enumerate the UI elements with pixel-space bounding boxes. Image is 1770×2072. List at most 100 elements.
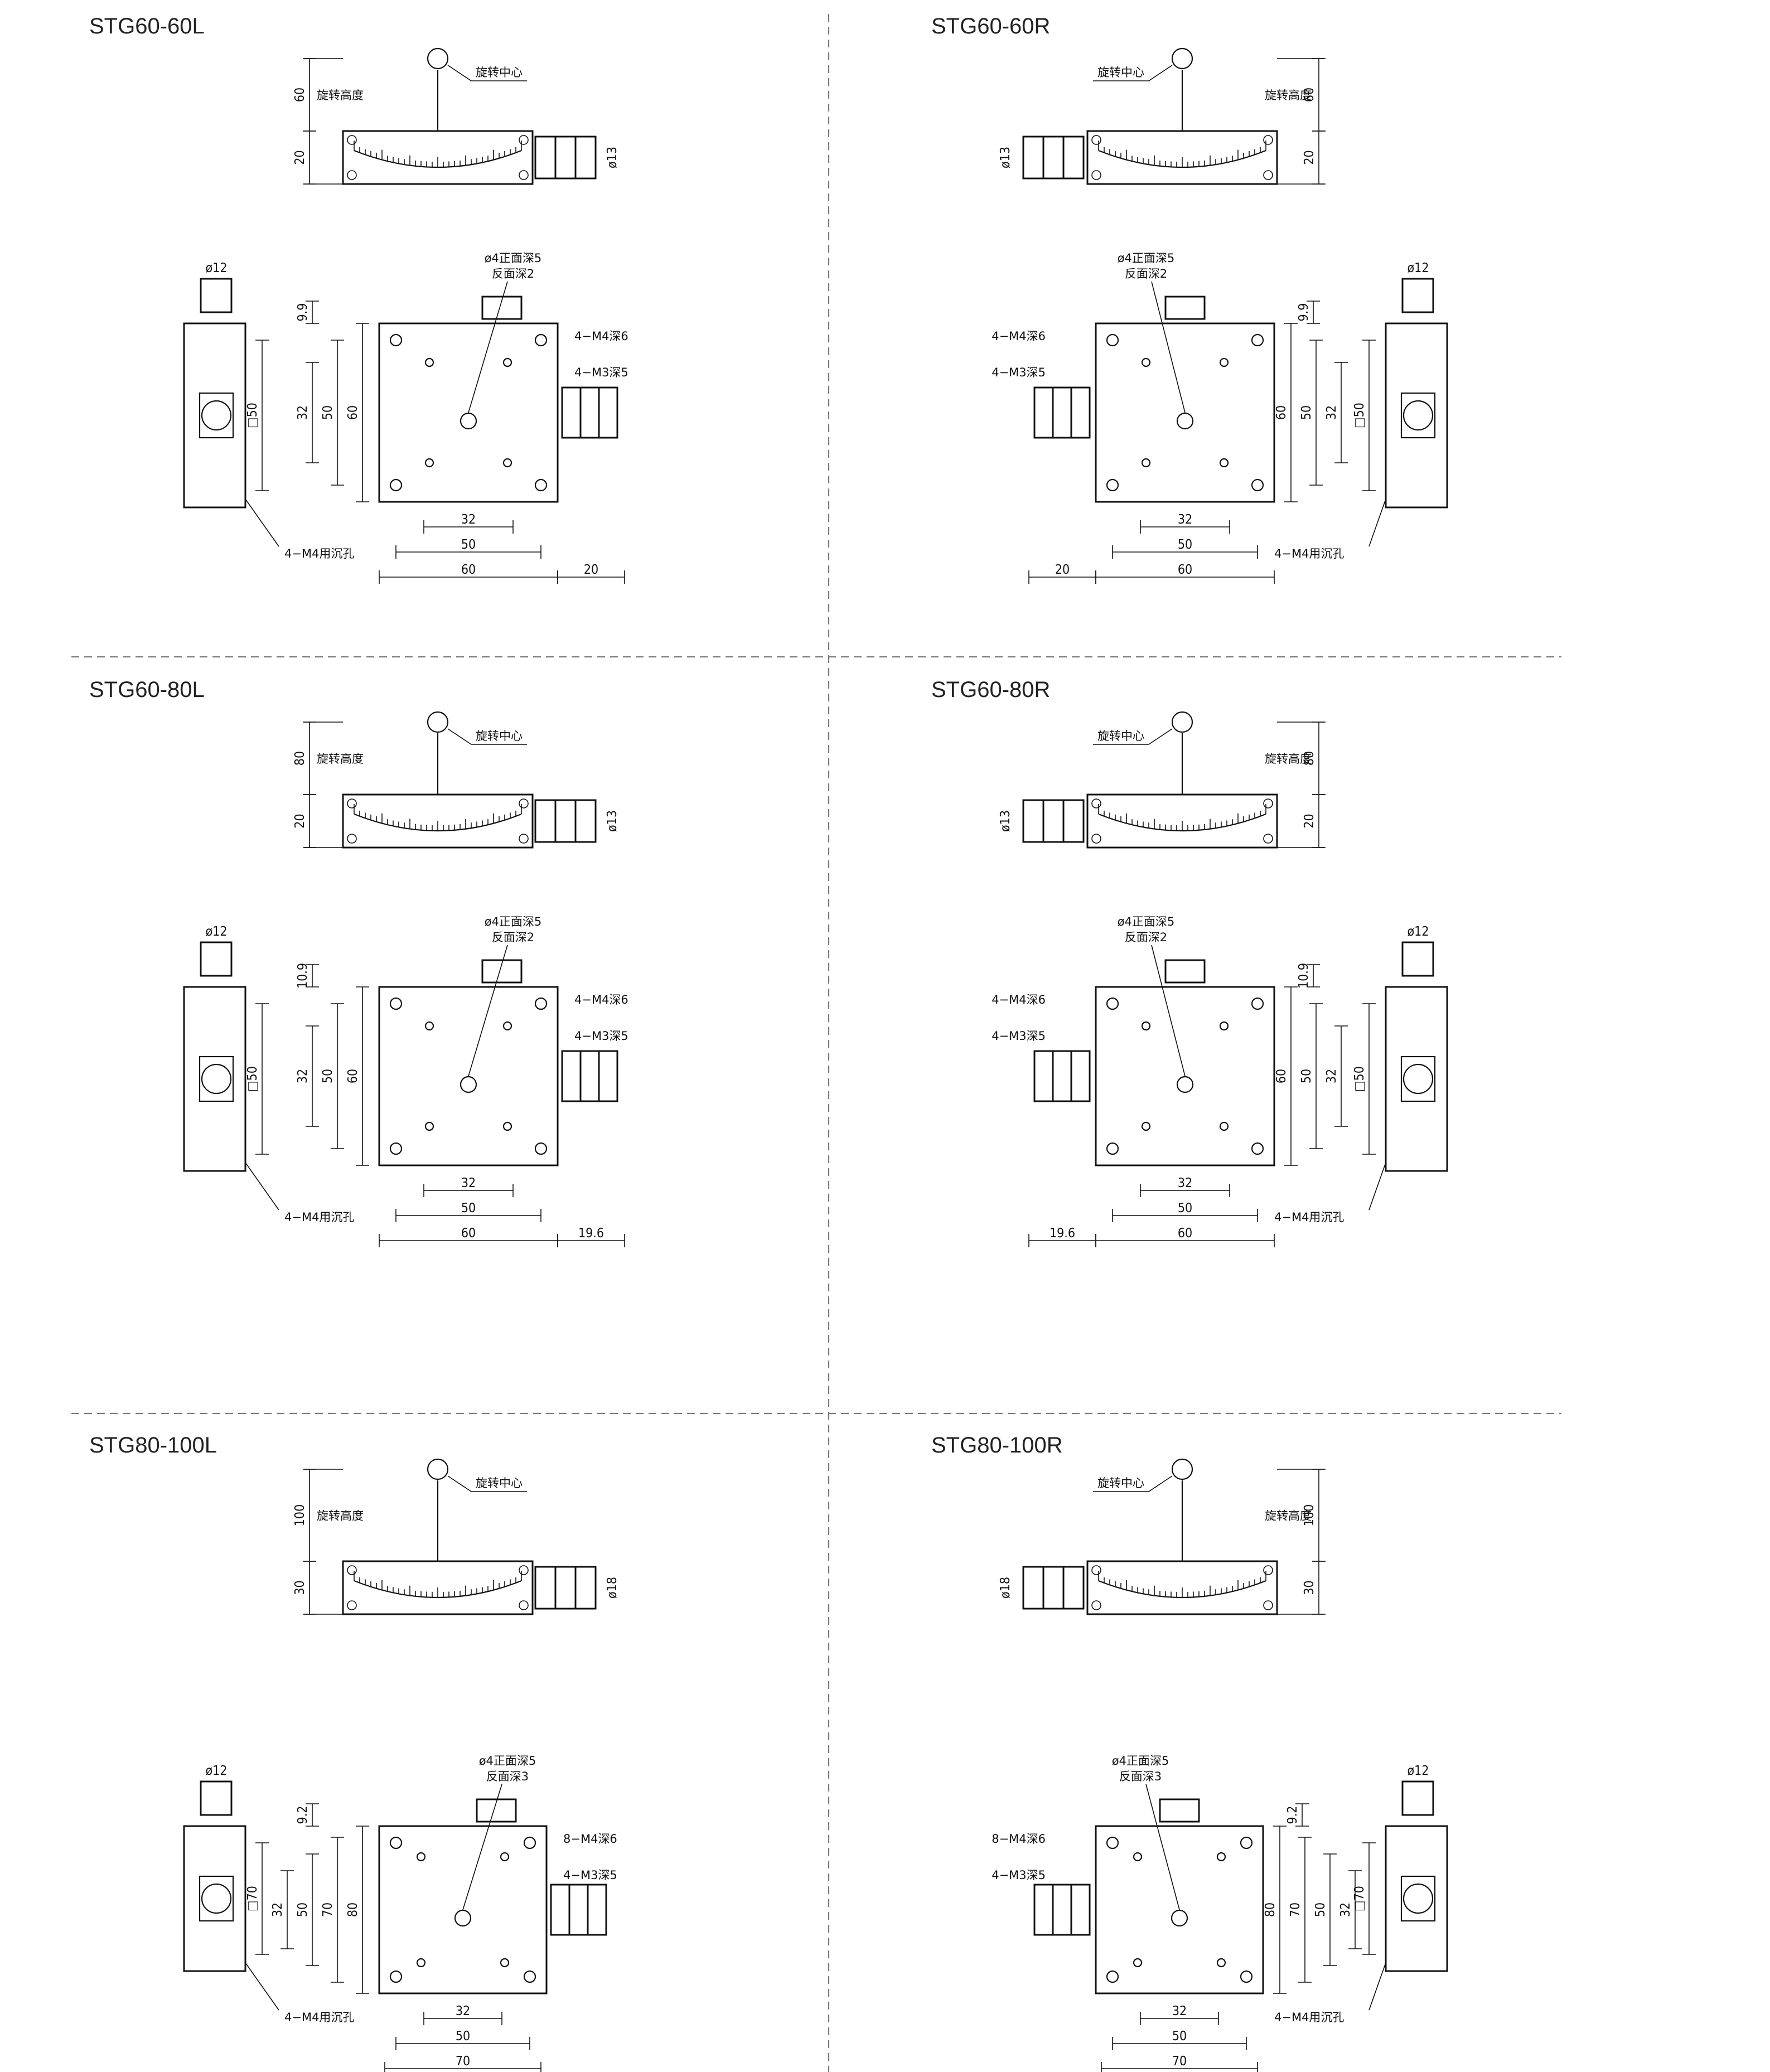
side-knob-diameter: ø12 <box>206 924 228 939</box>
corner-screw <box>347 170 357 180</box>
dim-60: 60 <box>1274 405 1289 420</box>
dim-32: 32 <box>1324 1069 1339 1083</box>
horiz-ext: 19.6 <box>1050 1226 1075 1241</box>
rotation-center-marker <box>427 1458 449 1480</box>
knob-diameter: ø18 <box>998 1577 1013 1599</box>
dim-32: 32 <box>1338 1902 1353 1917</box>
side-square-dim: □50 <box>245 403 260 428</box>
m3-hole <box>1219 458 1229 468</box>
horiz-70: 70 <box>1172 2054 1187 2069</box>
panel-title: STG80-100R <box>931 1433 1063 1458</box>
mount-hole-label: 4−M4用沉孔 <box>284 547 354 560</box>
side-knob-segment <box>587 1884 607 1936</box>
mount-hole-label: 4−M4用沉孔 <box>284 2011 354 2024</box>
side-view: ø12□504−M4用沉孔 <box>1274 261 1448 560</box>
rotation-height-dim: 100 <box>293 1504 307 1527</box>
corner-screw <box>1263 834 1273 844</box>
side-top-knob <box>1401 1780 1434 1816</box>
panel-stg80-100l: STG80-100Lø18旋转中心10030旋转高度ø4正面深5反面深38−M4… <box>89 1433 620 2072</box>
side-top-knob <box>1401 941 1434 977</box>
center-hole-label-2: 反面深3 <box>1119 1770 1162 1783</box>
m3-hole-label: 4−M3深5 <box>992 1029 1046 1043</box>
center-hole <box>460 412 477 430</box>
panel-title: STG60-80R <box>931 677 1050 702</box>
corner-screw <box>1091 834 1101 844</box>
corner-screw <box>519 834 529 844</box>
rotation-center-label: 旋转中心 <box>1097 729 1144 743</box>
rotation-height-dim: 100 <box>1302 1504 1317 1527</box>
side-body <box>183 322 246 509</box>
m3-hole-label: 4−M3深5 <box>992 1868 1046 1882</box>
side-knob-segment <box>550 1884 570 1936</box>
m3-hole <box>1141 357 1151 367</box>
m3-hole <box>424 357 434 367</box>
side-knob-segment <box>1033 386 1054 439</box>
offset-dim: 9.9 <box>1297 303 1311 322</box>
side-knob-segment <box>561 386 582 439</box>
corner-screw <box>519 170 529 180</box>
m3-hole <box>424 1021 434 1031</box>
side-knob-segment <box>579 1050 600 1102</box>
offset-dim: 9.2 <box>1285 1806 1300 1824</box>
horiz-60: 60 <box>461 563 476 577</box>
side-top-knob <box>200 1780 233 1816</box>
body-height-dim: 30 <box>1302 1580 1317 1595</box>
m3-hole-label: 4−M3深5 <box>992 366 1046 379</box>
corner-screw <box>1091 135 1101 145</box>
top-knob <box>1164 296 1206 320</box>
rotation-center-label: 旋转中心 <box>476 66 523 79</box>
dim-60: 60 <box>1274 1069 1289 1083</box>
corner-screw <box>1263 1565 1273 1575</box>
rotation-center-marker <box>1171 1458 1193 1480</box>
knob-diameter: ø13 <box>998 147 1013 168</box>
side-window <box>199 1056 234 1102</box>
m4-hole <box>389 1142 403 1155</box>
m3-hole <box>1133 1852 1143 1862</box>
panel-title: STG60-60L <box>89 14 205 38</box>
m3-hole <box>424 1121 434 1131</box>
knob-segment <box>1062 1566 1085 1610</box>
side-knob-segment <box>598 1050 618 1102</box>
body-height-dim: 30 <box>293 1580 307 1595</box>
side-knob-segment <box>1052 1884 1072 1936</box>
horiz-32: 32 <box>461 1176 476 1190</box>
center-hole-label: ø4正面深5 <box>485 251 542 265</box>
corner-screw <box>1091 798 1101 809</box>
m3-hole-label: 4−M3深5 <box>574 366 628 379</box>
side-knob-segment <box>1070 386 1091 439</box>
m4-hole <box>1251 997 1264 1010</box>
center-hole <box>1176 1076 1194 1093</box>
rotation-height-label: 旋转高度 <box>317 752 364 766</box>
body-height-dim: 20 <box>293 150 307 164</box>
horiz-ext: 20 <box>1055 563 1070 577</box>
corner-screw <box>1263 1600 1273 1610</box>
rotation-height-dim: 80 <box>293 751 307 766</box>
dim-50: 50 <box>321 1069 335 1083</box>
m4-hole-label: 8−M4深6 <box>992 1832 1046 1846</box>
side-knob-diameter: ø12 <box>206 261 228 275</box>
corner-screw <box>347 1565 357 1575</box>
knob-segment <box>1062 799 1085 843</box>
rotation-center-label: 旋转中心 <box>1097 66 1144 79</box>
m3-hole <box>500 1958 510 1968</box>
panel-stg60-80r: STG60-80Rø13旋转中心8020旋转高度ø4正面深5反面深24−M4深6… <box>931 677 1448 1247</box>
m3-hole <box>424 458 434 468</box>
body-height-dim: 20 <box>1302 814 1317 828</box>
rotation-height-dim: 80 <box>1302 751 1317 766</box>
horiz-32: 32 <box>1178 1176 1192 1190</box>
side-square-dim: □50 <box>245 1066 260 1092</box>
m4-hole <box>1106 997 1119 1010</box>
side-square-dim: □70 <box>1352 1886 1367 1911</box>
dim-80: 80 <box>1263 1902 1278 1917</box>
m3-hole <box>1141 1121 1151 1131</box>
knob-segment <box>534 135 557 180</box>
rotation-center-marker <box>1171 47 1193 70</box>
knob-segment <box>1022 799 1044 843</box>
m4-hole <box>534 333 548 347</box>
rotation-center-marker <box>1171 711 1193 733</box>
knob-segment <box>574 1566 597 1610</box>
m4-hole <box>1106 1970 1119 1983</box>
